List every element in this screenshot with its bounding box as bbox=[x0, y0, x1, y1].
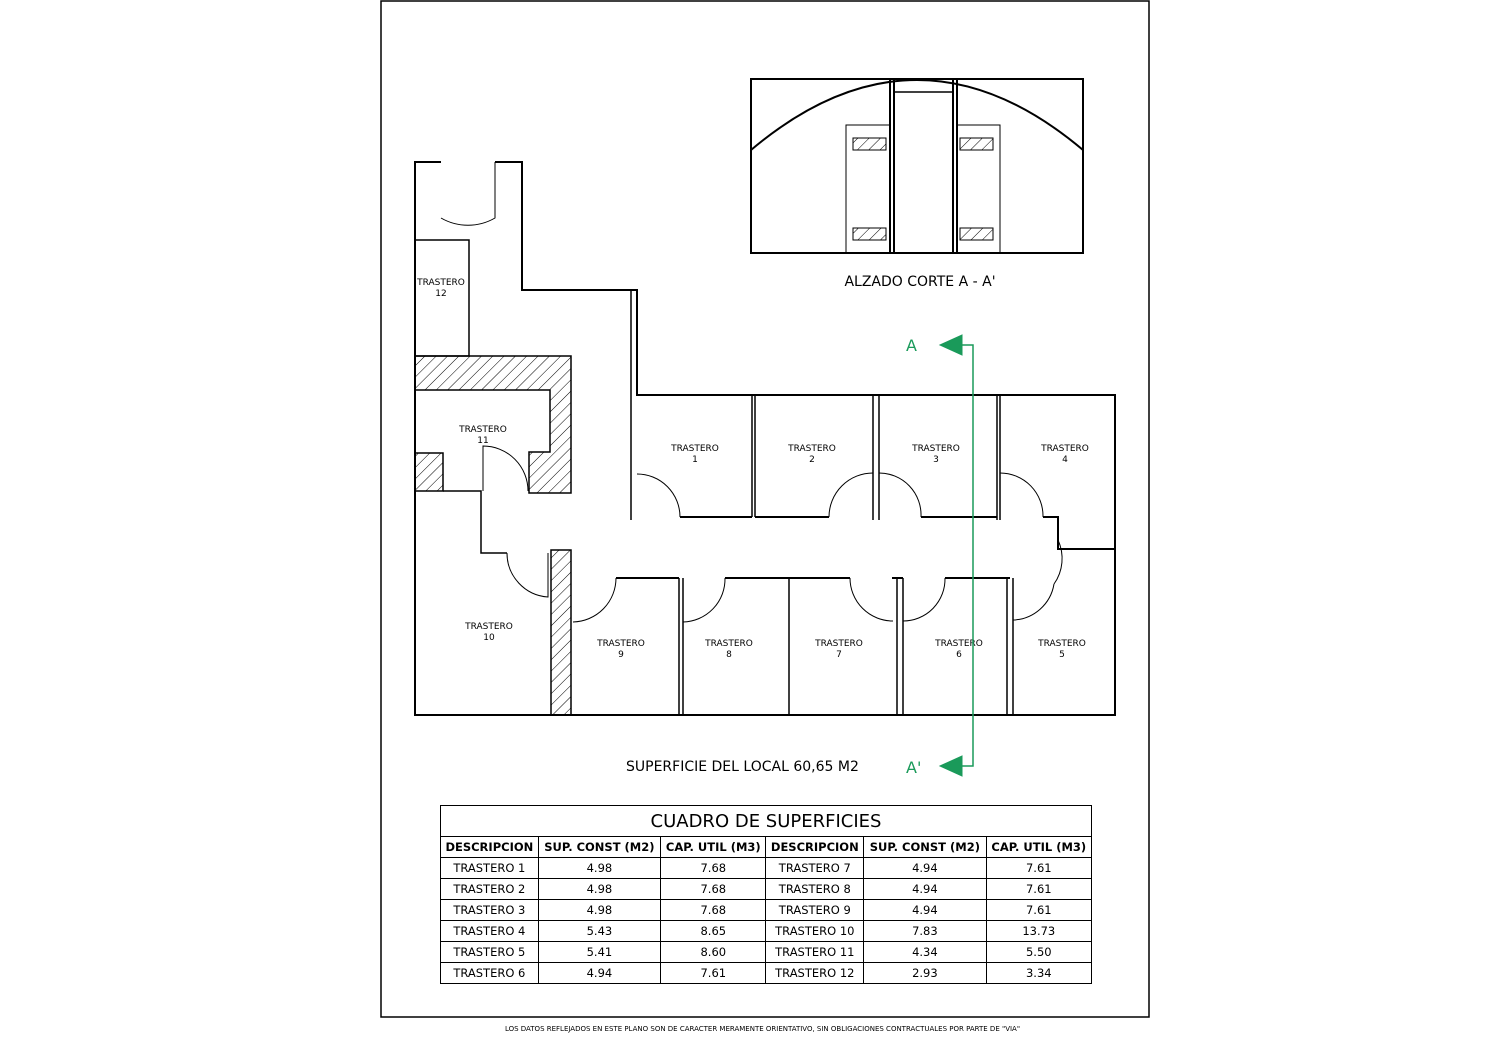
column-header: DESCRIPCION bbox=[440, 836, 539, 858]
table-cell: TRASTERO 4 bbox=[440, 920, 539, 942]
room-8-label: TRASTERO bbox=[704, 639, 753, 649]
table-cell: TRASTERO 10 bbox=[765, 920, 865, 942]
room-4-number: 4 bbox=[1062, 455, 1068, 465]
table-cell: TRASTERO 8 bbox=[765, 878, 865, 900]
room-11-number: 11 bbox=[477, 436, 488, 446]
section-arrow-end-icon bbox=[938, 755, 963, 777]
room-2-label: TRASTERO bbox=[787, 444, 836, 454]
table-cell: 7.61 bbox=[985, 899, 1093, 921]
section-end-label: A' bbox=[906, 758, 921, 777]
table-cell: 8.60 bbox=[660, 941, 767, 963]
column-header: CAP. UTIL (M3) bbox=[660, 836, 767, 858]
column-header: SUP. CONST (M2) bbox=[863, 836, 987, 858]
section-line bbox=[938, 334, 974, 777]
table-cell: TRASTERO 11 bbox=[765, 941, 865, 963]
room-9-number: 9 bbox=[618, 650, 624, 660]
disclaimer-footer: LOS DATOS REFLEJADOS EN ESTE PLANO SON D… bbox=[504, 1025, 1021, 1033]
surface-table: CUADRO DE SUPERFICIES DESCRIPCION SUP. C… bbox=[440, 805, 1093, 984]
column-header: CAP. UTIL (M3) bbox=[985, 836, 1093, 858]
table-cell: 4.94 bbox=[863, 857, 987, 879]
section-start-label: A bbox=[906, 336, 917, 355]
elevation-title: ALZADO CORTE A - A' bbox=[844, 274, 995, 290]
room-4-label: TRASTERO bbox=[1040, 444, 1089, 454]
table-cell: 7.68 bbox=[660, 857, 767, 879]
table-cell: TRASTERO 6 bbox=[440, 962, 539, 984]
table-cell: 7.68 bbox=[660, 899, 767, 921]
room-5-number: 5 bbox=[1059, 650, 1065, 660]
section-arrow-start-icon bbox=[938, 334, 963, 356]
table-cell: 7.61 bbox=[985, 857, 1093, 879]
table-cell: TRASTERO 1 bbox=[440, 857, 539, 879]
room-7-number: 7 bbox=[836, 650, 842, 660]
table-cell: 4.98 bbox=[537, 857, 662, 879]
table-cell: TRASTERO 3 bbox=[440, 899, 539, 921]
room-3-label: TRASTERO bbox=[911, 444, 960, 454]
room-11-label: TRASTERO bbox=[458, 425, 507, 435]
table-cell: TRASTERO 12 bbox=[765, 962, 865, 984]
table-cell: 13.73 bbox=[985, 920, 1093, 942]
table-cell: 7.83 bbox=[863, 920, 987, 942]
table-cell: 7.61 bbox=[660, 962, 767, 984]
room-7-label: TRASTERO bbox=[814, 639, 863, 649]
room-1-label: TRASTERO bbox=[670, 444, 719, 454]
table-cell: 5.41 bbox=[537, 941, 662, 963]
room-6-number: 6 bbox=[956, 650, 962, 660]
sheet-frame bbox=[380, 0, 1150, 1018]
room-12-number: 12 bbox=[435, 289, 446, 299]
table-header-row: DESCRIPCION SUP. CONST (M2) CAP. UTIL (M… bbox=[440, 836, 1093, 858]
room-2-number: 2 bbox=[809, 455, 815, 465]
table-title: CUADRO DE SUPERFICIES bbox=[440, 805, 1092, 837]
table-cell: 4.94 bbox=[863, 899, 987, 921]
table-cell: 4.94 bbox=[863, 878, 987, 900]
table-cell: 3.34 bbox=[985, 962, 1093, 984]
table-cell: TRASTERO 7 bbox=[765, 857, 865, 879]
room-6-label: TRASTERO bbox=[934, 639, 983, 649]
room-5-label: TRASTERO bbox=[1037, 639, 1086, 649]
table-cell: 7.61 bbox=[985, 878, 1093, 900]
table-cell: TRASTERO 5 bbox=[440, 941, 539, 963]
room-1-number: 1 bbox=[692, 455, 698, 465]
table-cell: 5.50 bbox=[985, 941, 1093, 963]
table-cell: TRASTERO 2 bbox=[440, 878, 539, 900]
table-cell: 4.98 bbox=[537, 899, 662, 921]
room-12-label: TRASTERO bbox=[416, 278, 465, 288]
room-10-label: TRASTERO bbox=[464, 622, 513, 632]
table-cell: TRASTERO 9 bbox=[765, 899, 865, 921]
table-cell: 8.65 bbox=[660, 920, 767, 942]
table-cell: 4.94 bbox=[537, 962, 662, 984]
room-8-number: 8 bbox=[726, 650, 732, 660]
room-10-number: 10 bbox=[483, 633, 495, 643]
room-9-label: TRASTERO bbox=[596, 639, 645, 649]
table-cell: 2.93 bbox=[863, 962, 987, 984]
column-header: SUP. CONST (M2) bbox=[537, 836, 662, 858]
table-cell: 7.68 bbox=[660, 878, 767, 900]
table-cell: 4.34 bbox=[863, 941, 987, 963]
floor-plan bbox=[414, 161, 1116, 716]
room-3-number: 3 bbox=[933, 455, 939, 465]
elevation-drawing bbox=[750, 78, 1084, 254]
table-cell: 5.43 bbox=[537, 920, 662, 942]
table-cell: 4.98 bbox=[537, 878, 662, 900]
surface-label: SUPERFICIE DEL LOCAL 60,65 M2 bbox=[626, 759, 859, 775]
column-header: DESCRIPCION bbox=[765, 836, 865, 858]
